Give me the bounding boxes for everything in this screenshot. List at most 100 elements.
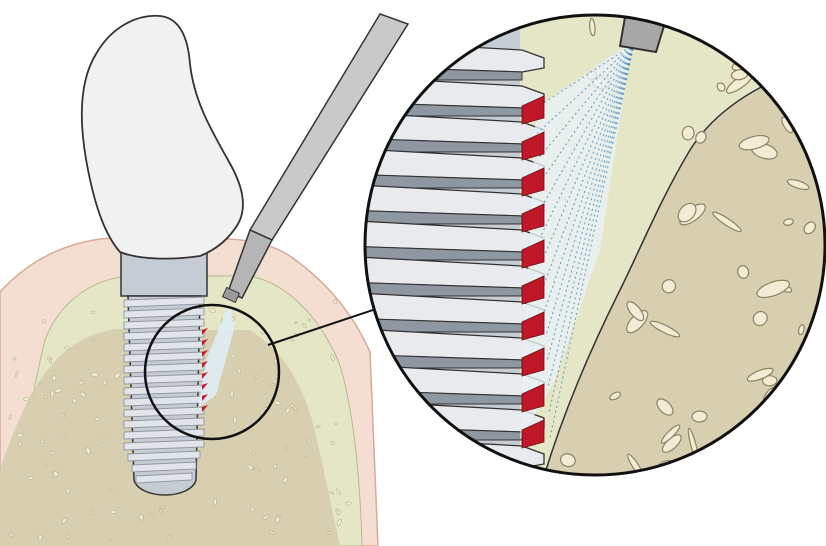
- bone-pore: [559, 453, 576, 468]
- defect-mark: [202, 361, 208, 368]
- bone-pore: [250, 506, 255, 512]
- bone-pore: [22, 397, 30, 401]
- bone-pore: [254, 375, 259, 379]
- bone-pore: [798, 324, 805, 336]
- bone-pore: [691, 410, 708, 423]
- bone-pore: [43, 463, 48, 467]
- bone-pore: [735, 21, 747, 39]
- bone-pore: [303, 455, 307, 459]
- defect-mark: [521, 167, 545, 197]
- bone-pore: [252, 467, 261, 472]
- spray-line: [540, 43, 635, 236]
- bone-pore: [285, 407, 291, 414]
- bone-pore: [85, 447, 91, 455]
- bone-pore: [721, 455, 734, 468]
- bone-pore: [54, 388, 62, 393]
- bone-pore: [49, 450, 56, 456]
- bone-pore: [52, 375, 57, 381]
- bone-pore: [793, 27, 812, 45]
- bone-pore: [273, 464, 278, 469]
- bone-pore: [160, 505, 166, 509]
- bone-pore: [712, 211, 742, 233]
- bone-pore: [619, 475, 644, 495]
- bone-pore: [102, 380, 107, 385]
- bone-pore: [139, 514, 144, 521]
- bone-pore: [94, 417, 101, 421]
- bone-pore: [334, 508, 339, 512]
- implant-body: [123, 295, 205, 496]
- defect-mark: [202, 394, 208, 401]
- bone-pore: [713, 464, 739, 475]
- defect-mark: [521, 95, 545, 125]
- bone-pore: [334, 421, 338, 426]
- bone-pore: [301, 323, 307, 328]
- bone-pore: [71, 398, 77, 404]
- air-polishing-instrument: [221, 13, 410, 304]
- bone-pore: [290, 339, 294, 342]
- bone-pore: [66, 533, 70, 540]
- bone-pore: [38, 383, 43, 387]
- bone-pore: [78, 380, 84, 386]
- bone-pore: [60, 433, 67, 436]
- bone-pore: [750, 25, 763, 38]
- implant-thread: [123, 351, 205, 363]
- implant-thread: [123, 417, 205, 429]
- bone-pore: [329, 490, 334, 495]
- bone-pore: [306, 439, 312, 444]
- bone-pore: [41, 319, 46, 324]
- bone-pore: [738, 134, 770, 151]
- bone-pore: [18, 441, 22, 447]
- bone-pore: [61, 518, 67, 524]
- defect-mark: [521, 131, 545, 161]
- bone-pore: [52, 471, 59, 477]
- bone-pore: [43, 395, 48, 399]
- bone-pore: [609, 391, 622, 401]
- bone-pore: [677, 202, 697, 223]
- bone-pore: [114, 372, 121, 379]
- bone-pore: [783, 218, 794, 226]
- bone-pore: [335, 488, 342, 495]
- bone-pore: [710, 26, 723, 40]
- implant-thread: [123, 406, 205, 418]
- bone-pore: [247, 464, 254, 471]
- magnifier-connector: [267, 304, 389, 346]
- bone-pore: [49, 358, 52, 364]
- bone-pore: [289, 403, 295, 408]
- spray-line: [538, 43, 635, 185]
- bone-pore: [626, 301, 645, 322]
- bone-pore: [333, 299, 338, 305]
- magnified-nozzle: [618, 15, 674, 54]
- defect-mark: [202, 383, 208, 390]
- bone-pore: [800, 55, 818, 71]
- magnifier-ring-small: [143, 303, 281, 441]
- defect-mark: [521, 419, 545, 449]
- tooth-crown: [80, 14, 244, 260]
- bone-pore: [27, 476, 34, 480]
- bone-pore: [752, 310, 768, 327]
- bone-pore: [65, 488, 70, 494]
- spray-line: [541, 43, 635, 261]
- bone-pore: [229, 390, 234, 398]
- bone-pore: [90, 338, 95, 342]
- bone-pore: [12, 357, 17, 361]
- bone-pore: [330, 354, 335, 361]
- bone-pore: [166, 534, 171, 541]
- implant-thread: [123, 296, 205, 308]
- bone-pore: [237, 367, 242, 375]
- spray-line: [539, 43, 635, 210]
- bone-pore: [275, 516, 281, 523]
- bone-pore: [270, 383, 276, 386]
- bone-pore: [90, 310, 96, 314]
- spray-line: [548, 43, 635, 413]
- bone-pore: [308, 318, 312, 322]
- bone-pore: [108, 488, 113, 492]
- bone-pore: [285, 444, 289, 451]
- defect-mark: [521, 239, 545, 269]
- small-defects: [202, 328, 208, 412]
- instrument-tip: [227, 228, 274, 299]
- bone-pore: [109, 509, 117, 514]
- implant-thread: [123, 340, 205, 352]
- implant-thread: [123, 439, 205, 451]
- defect-mark: [202, 328, 208, 335]
